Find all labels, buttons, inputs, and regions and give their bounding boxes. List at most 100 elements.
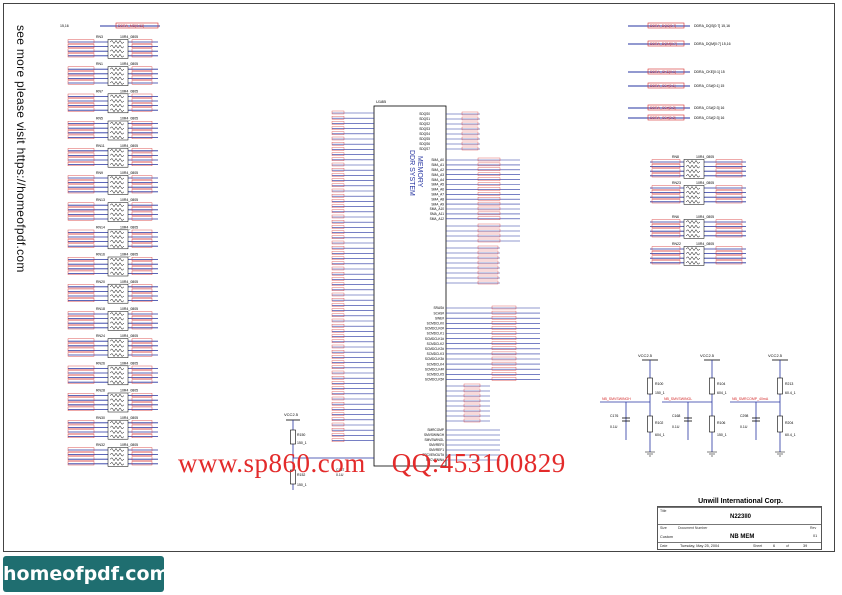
net-flag	[67, 44, 95, 49]
resistor-zigzag	[109, 103, 125, 108]
power-net-label: VCC2.5	[700, 353, 715, 358]
resistor-zigzag	[109, 430, 125, 434]
net-flag	[131, 447, 153, 452]
resistor-zigzag	[109, 108, 125, 113]
net-flag	[131, 420, 153, 425]
pin-net-flag	[331, 157, 345, 161]
net-label: NB_SMRCOMP_40mA	[732, 397, 769, 401]
pin-net-flag	[331, 131, 345, 135]
net-sheet-ref: DDRA_DQS[0:7] 15,16	[694, 24, 730, 28]
pin-net-flag	[461, 121, 479, 126]
chip-pin-name: SMA_A3	[431, 173, 444, 177]
net-flag	[67, 66, 95, 71]
resistor-zigzag	[685, 229, 701, 234]
net-flag	[67, 152, 95, 157]
net-flag	[131, 311, 153, 316]
net-flag	[131, 370, 153, 375]
resistor-body	[709, 377, 715, 395]
net-flag	[131, 352, 153, 357]
resistor-pack-body	[683, 219, 705, 239]
net-flag	[715, 199, 743, 204]
net-flag	[67, 211, 95, 216]
pin-net-flag	[477, 250, 499, 255]
net-flag	[651, 246, 681, 251]
resistor-pack-value: 10R4_0805	[696, 242, 714, 246]
resistor-pack-ref: RN5	[96, 117, 103, 121]
resistor-zigzag	[109, 244, 125, 249]
resistor-zigzag	[109, 40, 125, 44]
resistor-pack-ref: RN24	[96, 334, 105, 338]
net-flag	[131, 202, 153, 207]
net-flag	[651, 260, 681, 265]
power-net-label: VCC2.5	[638, 353, 653, 358]
net-flag	[131, 66, 153, 71]
resistor-pack-body	[107, 147, 129, 168]
chip-pin-name: SMA_A5	[431, 183, 444, 187]
chip-function-label: DDR SYSTEM	[408, 150, 415, 196]
power-net-label: VCC2.5	[284, 412, 299, 417]
title-block: Unwill International Corp. Title N223II0…	[657, 498, 822, 550]
pin-net-flag	[491, 356, 517, 361]
net-flag	[131, 207, 153, 212]
resistor-zigzag	[685, 195, 701, 200]
resistor-zigzag	[685, 233, 701, 238]
pin-net-flag	[331, 360, 345, 364]
resistor-zigzag	[109, 271, 125, 276]
pin-net-flag	[477, 245, 499, 250]
pin-net-flag	[331, 142, 345, 146]
net-flag	[115, 22, 159, 29]
net-flag	[67, 207, 95, 212]
pin-net-flag	[331, 386, 345, 390]
resistor-pack-value: 10R4_0805	[120, 198, 138, 202]
resistor-zigzag	[109, 71, 125, 76]
resistor-zigzag	[685, 251, 701, 256]
pin-net-flag	[463, 393, 481, 398]
net-flag	[651, 168, 681, 173]
net-flag	[67, 229, 95, 234]
chip-pin-name: SMA_A0	[431, 158, 444, 162]
resistor-zigzag	[109, 266, 125, 271]
net-flag	[647, 68, 685, 75]
pin-net-flag	[491, 351, 517, 356]
net-flag	[67, 288, 95, 293]
net-label: NB_SMVSWINGH	[602, 397, 631, 401]
pin-net-flag	[331, 194, 345, 198]
pin-net-flag	[477, 182, 501, 186]
resistor-pack-body	[107, 39, 129, 59]
pin-net-flag	[463, 408, 481, 413]
pin-net-flag	[477, 238, 501, 243]
resistor-zigzag	[109, 289, 125, 294]
net-flag	[67, 184, 95, 189]
net-flag	[67, 80, 95, 85]
net-flag	[131, 429, 153, 434]
net-flag	[715, 228, 743, 233]
resistor-zigzag	[109, 294, 125, 298]
resistor-zigzag	[685, 247, 701, 251]
resistor-pack-ref: RN22	[672, 242, 681, 246]
resistor-pack-ref: RN11	[96, 144, 105, 148]
net-flag	[67, 461, 95, 466]
net-flag	[67, 179, 95, 184]
pin-net-flag	[331, 417, 345, 421]
net-flag	[715, 163, 743, 168]
net-flag	[67, 397, 95, 402]
pin-net-flag	[491, 321, 517, 325]
sheet-total: 39	[803, 544, 808, 548]
chip-pin-name: SMRCOMP	[427, 428, 444, 432]
pin-net-flag	[331, 350, 345, 354]
resistor-zigzag	[109, 371, 125, 375]
resistor-zigzag	[109, 81, 125, 85]
net-flag	[67, 107, 95, 112]
net-flag	[67, 202, 95, 207]
net-flag	[651, 219, 681, 224]
net-sheet-ref: 15,16	[60, 24, 69, 28]
resistor-body	[290, 469, 296, 485]
resistor-pack-body	[107, 365, 129, 386]
resistor-value: 150_1	[655, 391, 665, 395]
net-flag	[67, 270, 95, 275]
net-flag	[131, 288, 153, 293]
homeofpdf-logo[interactable]: homeofpdf.com	[3, 556, 169, 592]
net-flag	[67, 365, 95, 370]
drawing-frame	[3, 3, 835, 552]
